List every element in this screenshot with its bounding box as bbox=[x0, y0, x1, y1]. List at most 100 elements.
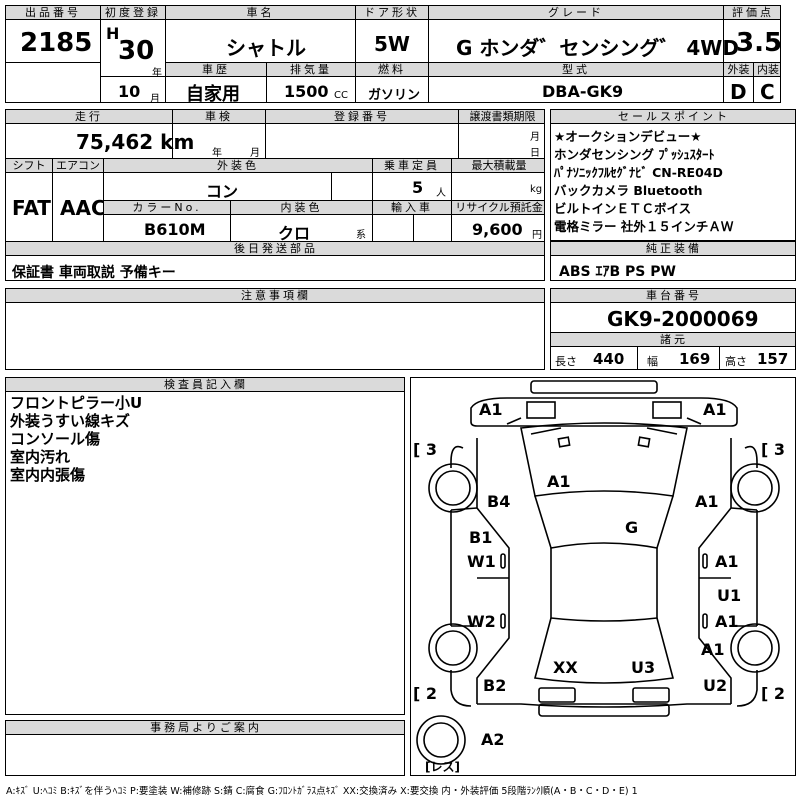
shift-label: シフト bbox=[6, 159, 52, 173]
load-unit: kg bbox=[530, 184, 543, 195]
damage-xx: XX bbox=[553, 658, 578, 677]
ext-color: コン bbox=[206, 182, 239, 201]
score: 3.5 bbox=[736, 28, 781, 58]
equipment-label: 純正装備 bbox=[551, 242, 795, 256]
vehicle-info-table: 走行 75,462 km 車検 年 月 登録番号 譲渡書類期限 月 日 シフト … bbox=[5, 109, 545, 281]
exterior-label: 外装 bbox=[724, 63, 753, 77]
inspector-note: 室内汚れ bbox=[10, 448, 71, 466]
damage-b2: B2 bbox=[483, 676, 507, 695]
year-unit: 年 bbox=[152, 68, 162, 79]
score-label: 評価点 bbox=[724, 6, 780, 20]
inspector-note: 外装うすい線キズ bbox=[10, 412, 131, 430]
month-unit: 月 bbox=[150, 94, 160, 103]
era: H bbox=[106, 24, 120, 43]
model-label: 型式 bbox=[429, 63, 723, 77]
recycle-unit: 円 bbox=[532, 230, 542, 241]
capacity-unit: 人 bbox=[436, 188, 446, 199]
chassis-box: 車台番号 GK9-2000069 諸元 長さ 440 幅 169 高さ 157 bbox=[550, 288, 796, 370]
chassis-label: 車台番号 bbox=[551, 289, 795, 303]
notes-box: 注意事項欄 bbox=[5, 288, 545, 370]
damage-u1: U1 bbox=[717, 586, 742, 605]
mileage: 75,462 km bbox=[76, 130, 195, 154]
history: 自家用 bbox=[186, 84, 240, 103]
sales-points-label: セールスポイント bbox=[551, 110, 795, 124]
bracket-bottom-left: [ 2 bbox=[413, 684, 438, 703]
recycle-fee: 9,600 bbox=[472, 220, 523, 239]
first-reg-month: 10 bbox=[118, 82, 141, 101]
sales-point-line: ★オークションデビュー★ bbox=[554, 129, 702, 144]
interior-grade: C bbox=[760, 80, 775, 103]
damage-r-a1b: A1 bbox=[715, 612, 739, 631]
later-parts-label: 後日発送部品 bbox=[6, 242, 544, 256]
ext-color-label: 外装色 bbox=[104, 159, 372, 173]
door-label: ドア形状 bbox=[356, 6, 428, 20]
bracket-top-left: [ 3 bbox=[413, 440, 438, 459]
first-reg-year: 30 bbox=[118, 36, 155, 66]
damage-u3: U3 bbox=[631, 658, 656, 677]
inspector-label: 検査員記入欄 bbox=[6, 378, 404, 392]
car-outline bbox=[416, 380, 780, 765]
office-box: 事務局よりご案内 bbox=[5, 720, 405, 776]
inspector-note: フロントピラー小U bbox=[10, 394, 143, 412]
capacity-label: 乗車定員 bbox=[373, 159, 451, 173]
damage-roof: A1 bbox=[547, 472, 571, 491]
damage-a2: A2 bbox=[481, 730, 505, 749]
damage-u2: U2 bbox=[703, 676, 728, 695]
header-table: 出品番号 2185 初度登録 H 30 年 10 月 車名 シャトル ドア形状 … bbox=[5, 5, 781, 103]
legend: A:ｷｽﾞ U:ﾍｺﾐ B:ｷｽﾞを伴うﾍｺﾐ P:要塗装 W:補修跡 S:錆 … bbox=[6, 786, 638, 797]
first-reg-label: 初度登録 bbox=[101, 6, 165, 20]
inspector-note: コンソール傷 bbox=[10, 430, 101, 448]
fuel: ガソリン bbox=[368, 88, 421, 103]
length-label: 長さ bbox=[555, 355, 577, 368]
width-label: 幅 bbox=[647, 355, 658, 368]
interior-label: 内装 bbox=[754, 63, 780, 77]
lot-no-label: 出品番号 bbox=[6, 6, 100, 20]
color-no-label: カラーNo. bbox=[104, 201, 230, 215]
damage-b1: B1 bbox=[469, 528, 493, 547]
damage-front-right: A1 bbox=[703, 400, 727, 419]
transfer-month-unit: 月 bbox=[530, 132, 540, 143]
insp-year-unit: 年 bbox=[212, 148, 222, 159]
transfer-label: 譲渡書類期限 bbox=[459, 110, 544, 124]
height: 157 bbox=[757, 350, 789, 368]
equipment-value: ABS ｴｱB PS PW bbox=[559, 264, 676, 280]
damage-r-a1: A1 bbox=[715, 552, 739, 571]
office-label: 事務局よりご案内 bbox=[6, 721, 404, 735]
damage-r-a1c: A1 bbox=[701, 640, 725, 659]
shift: FAT bbox=[12, 196, 51, 220]
equipment-box: 純正装備 ABS ｴｱB PS PW bbox=[550, 241, 796, 281]
recycle-label: リサイクル預託金 bbox=[452, 201, 544, 215]
inspection-label: 車検 bbox=[173, 110, 265, 124]
dims-label: 諸元 bbox=[551, 333, 795, 347]
damage-w2: W2 bbox=[467, 612, 496, 631]
int-color-unit: 系 bbox=[356, 230, 366, 241]
damage-b4: B4 bbox=[487, 492, 511, 511]
fuel-label: 燃料 bbox=[356, 63, 428, 77]
displacement-label: 排気量 bbox=[267, 63, 355, 77]
ac-label: エアコン bbox=[53, 159, 103, 173]
damage-front-left: A1 bbox=[479, 400, 503, 419]
car-name-label: 車名 bbox=[166, 6, 355, 20]
sales-point-line: 電格ミラー 社外１５インチＡＷ bbox=[554, 219, 734, 234]
damage-w1: W1 bbox=[467, 552, 496, 571]
transfer-day-unit: 日 bbox=[530, 148, 540, 159]
width: 169 bbox=[679, 350, 711, 368]
later-parts: 保証書 車両取説 予備キー bbox=[12, 265, 176, 281]
bracket-top-right: [ 3 bbox=[761, 440, 786, 459]
lot-no: 2185 bbox=[20, 28, 93, 58]
int-color-label: 内装色 bbox=[231, 201, 372, 215]
damage-right-a1: A1 bbox=[695, 492, 719, 511]
mileage-label: 走行 bbox=[6, 110, 172, 124]
displacement-unit: CC bbox=[334, 90, 348, 101]
spare-tire-note: [レス] bbox=[425, 760, 460, 774]
history-label: 車歴 bbox=[166, 63, 266, 77]
reg-no-label: 登録番号 bbox=[266, 110, 458, 124]
grade: G ホンダ゛センシング゛ 4WD bbox=[456, 36, 739, 60]
grade-label: グレード bbox=[429, 6, 723, 20]
sales-point-line: ﾊﾟﾅｿﾆｯｸﾌﾙｾｸﾞﾅﾋﾞ CN-RE04D bbox=[554, 165, 723, 180]
inspector-note: 室内内張傷 bbox=[10, 466, 86, 484]
color-no: B610M bbox=[144, 220, 206, 239]
import-label: 輸入車 bbox=[373, 201, 451, 215]
aircon: AAC bbox=[60, 196, 106, 220]
notes-label: 注意事項欄 bbox=[6, 289, 544, 303]
